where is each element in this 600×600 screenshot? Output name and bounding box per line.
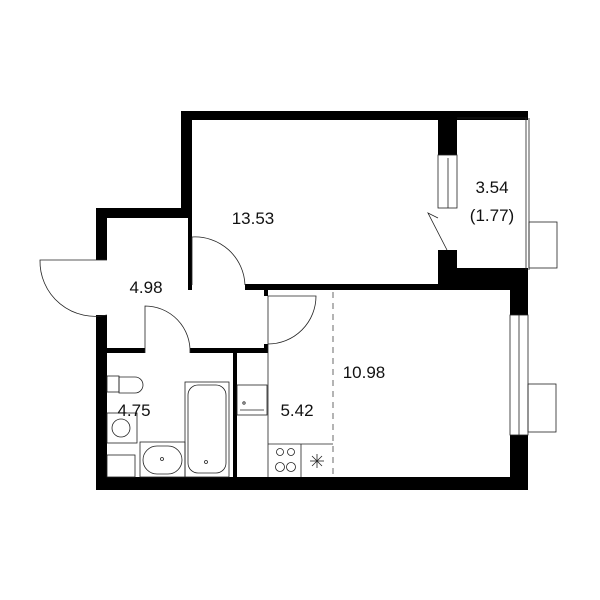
bathtub-frame (184, 381, 230, 478)
left-wall-lower (96, 315, 107, 490)
kitchen-sink-icon (236, 384, 268, 416)
bathroom-fixtures (106, 375, 230, 478)
bottom-wall (96, 477, 528, 490)
bedroom-window (437, 154, 458, 209)
bathroom-door[interactable] (144, 305, 191, 354)
washing-machine-icon (106, 412, 138, 444)
bedroom-area-label: 13.53 (232, 209, 275, 228)
toilet-icon (118, 376, 144, 394)
bedroom-right-wall-upper (438, 111, 457, 155)
living-area-label: 10.98 (343, 363, 386, 382)
sink-counter (139, 441, 186, 478)
bedroom-door[interactable] (191, 236, 246, 286)
living-right-wall-lower (510, 435, 528, 490)
kitchen-left-wall (233, 353, 237, 477)
bedroom-top-wall (181, 111, 528, 120)
hall-left-wall-upper (96, 208, 107, 260)
balcony-area-label: 3.54 (475, 178, 508, 197)
bathtub-icon (187, 384, 227, 474)
cabinet (106, 454, 136, 478)
hall-top-wall (96, 208, 192, 218)
bedroom-left-wall (181, 111, 192, 218)
living-door[interactable] (267, 295, 317, 345)
fan-icon (310, 454, 324, 468)
window-sill (527, 383, 557, 433)
hallway-area-label: 4.98 (129, 278, 162, 297)
wall-post (264, 290, 268, 296)
bathroom-top-wall-left (107, 348, 145, 353)
doors (39, 236, 317, 354)
balcony-bottom-wall (438, 268, 528, 290)
balcony-railing (528, 221, 558, 269)
bathroom-area-label: 4.75 (117, 401, 150, 420)
hall-bedroom-wall (188, 208, 192, 290)
living-right-wall-upper (510, 268, 528, 315)
kitchen-fixtures (236, 296, 333, 477)
bedroom-bottom-wall (245, 284, 445, 290)
toilet-tank (106, 375, 120, 393)
balcony-door[interactable] (427, 212, 448, 251)
walls (96, 111, 528, 490)
windows (437, 154, 529, 436)
sink-icon (142, 445, 183, 475)
kitchen-area-label: 5.42 (280, 401, 313, 420)
stove-icon (275, 448, 296, 472)
balcony-reduced-area-label: (1.77) (470, 206, 514, 225)
entrance-door[interactable] (39, 259, 108, 317)
balcony (427, 117, 558, 433)
bathroom-top-wall-right (190, 348, 268, 353)
